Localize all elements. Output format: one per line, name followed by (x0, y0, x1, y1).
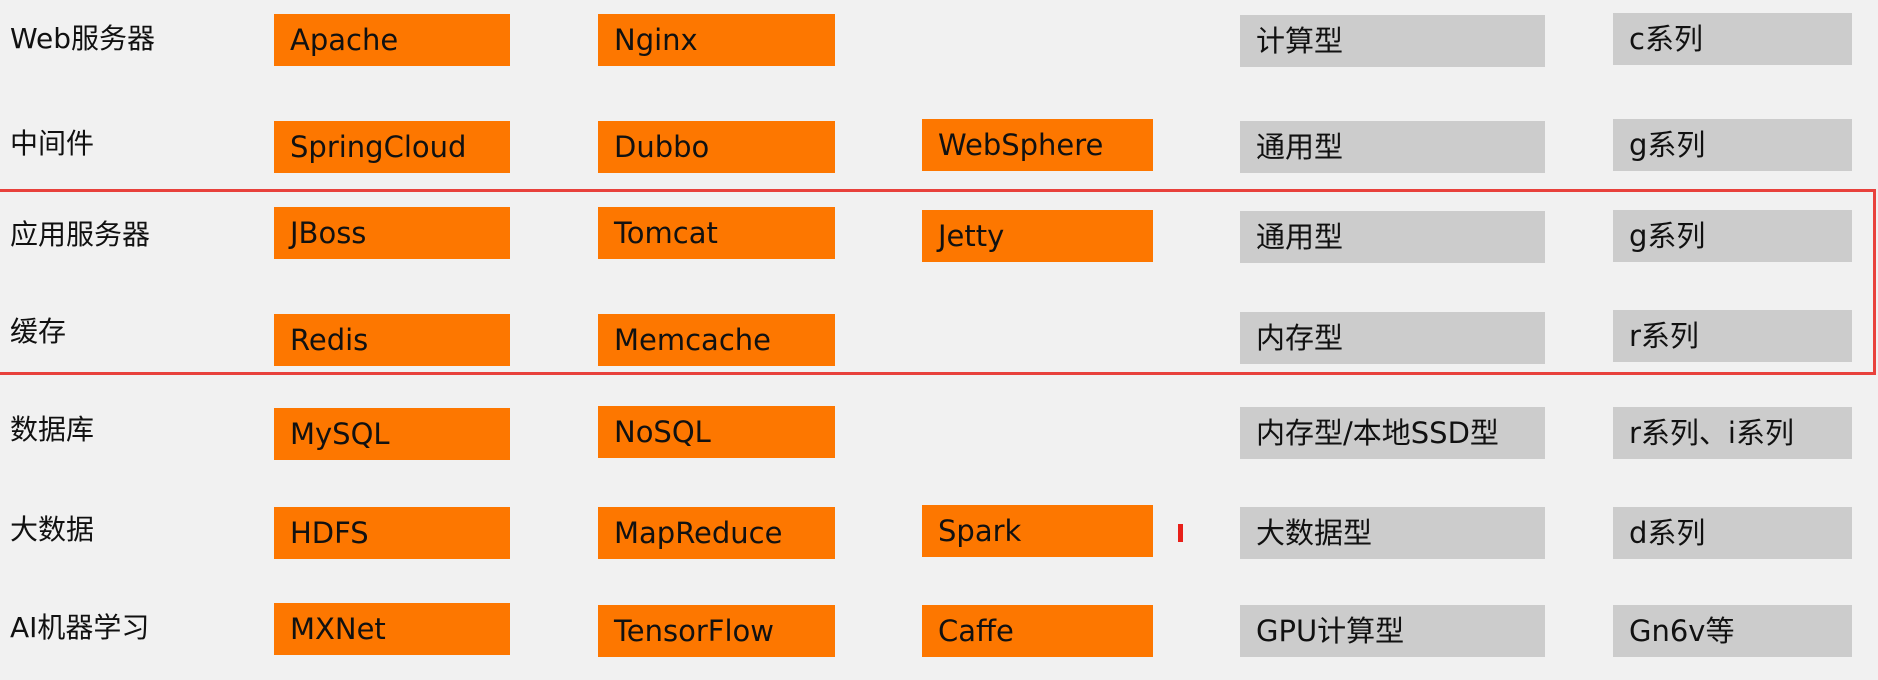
software-box-mapreduce: MapReduce (598, 507, 835, 559)
instance-type-box: 内存型 (1240, 312, 1545, 364)
row-label-cache: 缓存 (10, 315, 67, 348)
cursor-mark (1178, 524, 1183, 542)
instance-type-box: 通用型 (1240, 211, 1545, 263)
software-box-springcloud: SpringCloud (274, 121, 510, 173)
software-box-mysql: MySQL (274, 408, 510, 460)
instance-type-box: 计算型 (1240, 15, 1545, 67)
instance-type-box: 内存型/本地SSD型 (1240, 407, 1545, 459)
software-box-websphere: WebSphere (922, 119, 1153, 171)
row-label-big-data: 大数据 (10, 513, 95, 546)
software-box-spark: Spark (922, 505, 1153, 557)
software-box-redis: Redis (274, 314, 510, 366)
highlight-frame (0, 189, 1876, 375)
instance-type-box: 通用型 (1240, 121, 1545, 173)
series-box: c系列 (1613, 13, 1852, 65)
software-box-memcache: Memcache (598, 314, 835, 366)
software-box-nginx: Nginx (598, 14, 835, 66)
software-box-mxnet: MXNet (274, 603, 510, 655)
series-box: d系列 (1613, 507, 1852, 559)
series-box: g系列 (1613, 119, 1852, 171)
row-label-web-server: Web服务器 (10, 22, 156, 55)
software-box-apache: Apache (274, 14, 510, 66)
software-box-jboss: JBoss (274, 207, 510, 259)
software-box-tensorflow: TensorFlow (598, 605, 835, 657)
software-box-dubbo: Dubbo (598, 121, 835, 173)
software-box-nosql: NoSQL (598, 406, 835, 458)
row-label-middleware: 中间件 (10, 127, 95, 160)
row-label-database: 数据库 (10, 413, 95, 446)
row-label-ai-ml: AI机器学习 (10, 611, 150, 644)
series-box: r系列、i系列 (1613, 407, 1852, 459)
software-box-jetty: Jetty (922, 210, 1153, 262)
instance-type-box: GPU计算型 (1240, 605, 1545, 657)
row-label-app-server: 应用服务器 (10, 218, 151, 251)
software-box-caffe: Caffe (922, 605, 1153, 657)
series-box: r系列 (1613, 310, 1852, 362)
software-box-tomcat: Tomcat (598, 207, 835, 259)
software-box-hdfs: HDFS (274, 507, 510, 559)
series-box: Gn6v等 (1613, 605, 1852, 657)
instance-type-box: 大数据型 (1240, 507, 1545, 559)
series-box: g系列 (1613, 210, 1852, 262)
